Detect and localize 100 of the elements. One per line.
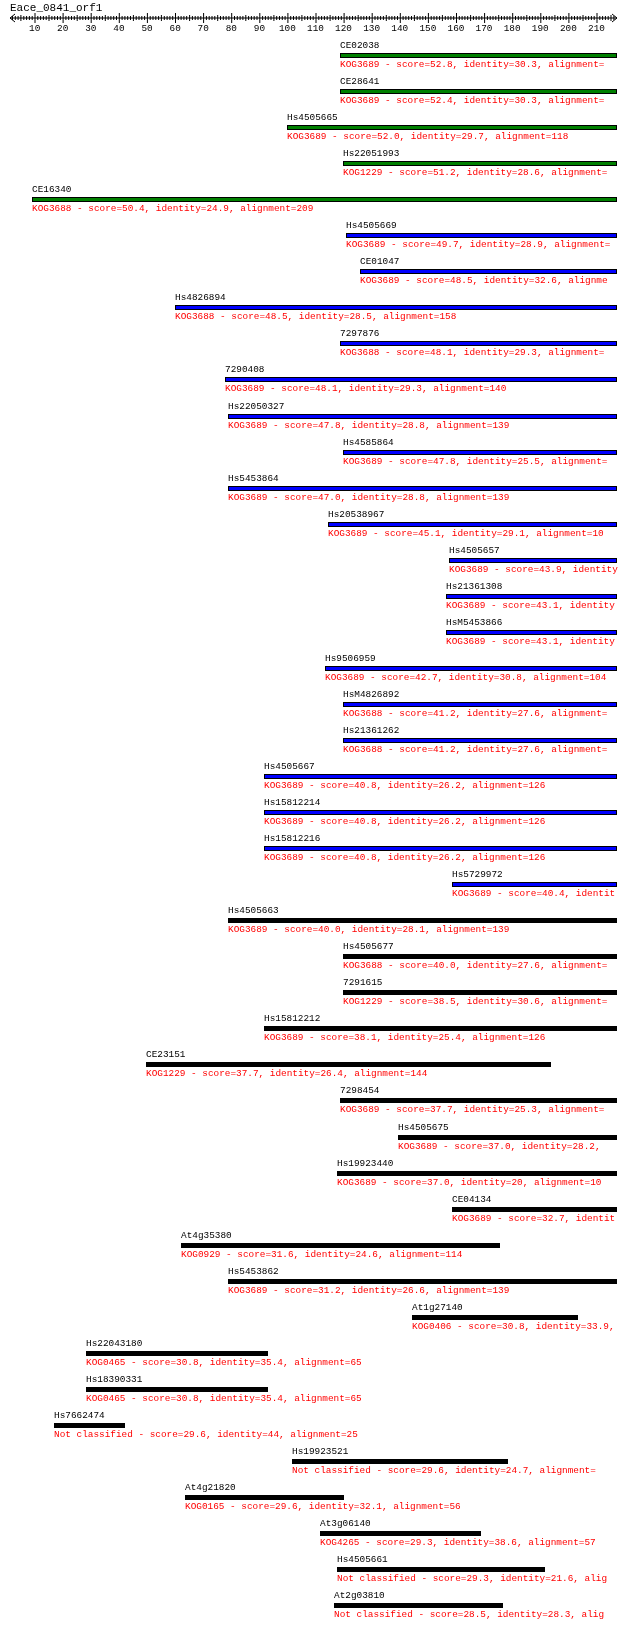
hit-description: KOG1229 - score=37.7, identity=26.4, alignment=144 [146, 1068, 428, 1081]
hit-name: Hs4505667 [264, 761, 315, 773]
hit-description: KOG3689 - score=42.7, identity=30.8, alignment=104 [325, 671, 607, 684]
hit-name: Hs21361308 [446, 580, 503, 593]
hit-description: KOG1229 - score=38.5, identity=30.6, alignment= [343, 996, 608, 1009]
hit-description: KOG3689 - score=40.0, identity=28.1, alignment=139 [228, 924, 510, 937]
hit-description: KOG3688 - score=48.5, identity=28.5, alignment=158 [175, 311, 457, 324]
hit-description: KOG3689 - score=48.5, identity=32.6, alignme [360, 275, 608, 288]
hit-name: Hs4505675 [398, 1121, 449, 1134]
hit-name: Hs21361262 [343, 724, 400, 737]
hit-name: At1g27140 [412, 1301, 463, 1314]
hit-name: At4g35380 [181, 1229, 232, 1242]
hit-description: KOG3688 - score=48.1, identity=29.3, alignment= [340, 347, 605, 360]
hit-name: 7290408 [225, 364, 265, 377]
hit-description: KOG3689 - score=43.1, identity [446, 599, 615, 612]
hit-description: KOG4265 - score=29.3, identity=38.6, alignment=57 [320, 1537, 596, 1549]
hit-description: KOG0929 - score=31.6, identity=24.6, alignment=114 [181, 1248, 463, 1261]
tick-label: 200 [559, 23, 577, 35]
hit-description: KOG3689 - score=37.0, identity=28.2, [398, 1140, 601, 1153]
hit-description: KOG3689 - score=40.4, identit [452, 888, 616, 901]
tick-label: 40 [113, 23, 125, 35]
hit-name: Hs22043180 [86, 1337, 143, 1350]
tick-label: 90 [253, 23, 266, 35]
hit-name: CE28641 [340, 76, 380, 88]
hit-name: Hs22051993 [343, 148, 400, 161]
tick-label: 50 [141, 23, 153, 35]
hit-name: Hs4505669 [346, 220, 397, 233]
hit-description: Not classified - score=29.3, identity=21.6, alig [337, 1573, 608, 1586]
hit-description: KOG3689 - score=40.8, identity=26.2, alignment=126 [264, 816, 546, 828]
hit-description: KOG3688 - score=41.2, identity=27.6, alignment= [343, 707, 608, 720]
hit-description: KOG3689 - score=47.0, identity=28.8, alignment=139 [228, 491, 510, 504]
hit-description: KOG3689 - score=37.7, identity=25.3, alignment= [340, 1104, 605, 1117]
hit-name: Hs4826894 [175, 292, 226, 305]
hit-name: CE02038 [340, 40, 380, 52]
hit-name: Hs22050327 [228, 400, 285, 413]
hit-description: KOG3689 - score=49.7, identity=28.9, alignment= [346, 239, 611, 252]
tick-label: 10 [29, 23, 41, 35]
hit-description: KOG3689 - score=52.0, identity=29.7, alignment=118 [287, 131, 569, 144]
hit-name: Hs7662474 [54, 1409, 105, 1422]
hit-name: Hs15812216 [264, 833, 321, 846]
hit-description: KOG3689 - score=52.8, identity=30.3, alignment= [340, 59, 605, 71]
hit-description: Not classified - score=28.5, identity=28.3, alig [334, 1609, 605, 1622]
hit-description: KOG1229 - score=51.2, identity=28.6, alignment= [343, 167, 608, 180]
hit-name: Hs4505665 [287, 112, 338, 125]
hit-name: HsM5453866 [446, 616, 503, 629]
hit-description: KOG3689 - score=45.1, identity=29.1, alignment=10 [328, 527, 604, 540]
hit-description: KOG3689 - score=43.1, identity [446, 635, 615, 648]
tick-label: 100 [278, 23, 296, 35]
hit-description: KOG3689 - score=47.8, identity=28.8, alignment=139 [228, 419, 510, 432]
hit-name: Hs19923440 [337, 1157, 394, 1170]
hit-name: At2g03810 [334, 1590, 385, 1603]
hit-description: KOG3689 - score=43.9, identity [449, 563, 618, 576]
hit-name: Hs4505661 [337, 1554, 388, 1567]
hit-name: CE01047 [360, 256, 400, 269]
hit-name: 7298454 [340, 1085, 380, 1098]
hit-name: Hs5453862 [228, 1265, 279, 1278]
tick-label: 30 [85, 23, 97, 35]
tick-label: 170 [475, 23, 493, 35]
tick-label: 190 [531, 23, 549, 35]
sequence-title: Eace_0841_orf1 [10, 2, 103, 14]
hit-description: KOG3689 - score=37.0, identity=20, alignment=10 [337, 1176, 602, 1189]
hit-description: KOG3689 - score=31.2, identity=26.6, alignment=139 [228, 1284, 510, 1297]
hit-description: KOG3689 - score=40.8, identity=26.2, alignment=126 [264, 852, 546, 865]
tick-label: 120 [335, 23, 352, 35]
hit-name: CE04134 [452, 1193, 492, 1206]
hit-name: Hs5729972 [452, 869, 503, 882]
hit-name: At3g06140 [320, 1518, 371, 1530]
hit-name: Hs19923521 [292, 1445, 349, 1458]
tick-label: 140 [391, 23, 409, 35]
tick-label: 160 [447, 23, 465, 35]
tick-label: 210 [588, 23, 605, 35]
hit-description: Not classified - score=29.6, identity=24.7, alignment= [292, 1464, 596, 1477]
hit-description: KOG3688 - score=50.4, identity=24.9, alignment=209 [32, 203, 314, 216]
hit-description: KOG0165 - score=29.6, identity=32.1, alignment=56 [185, 1501, 461, 1513]
hit-name: Hs15812214 [264, 797, 321, 809]
hit-name: Hs5453864 [228, 472, 279, 485]
hit-name: Hs9506959 [325, 652, 376, 665]
hit-description: KOG3689 - score=38.1, identity=25.4, alignment=126 [264, 1032, 546, 1045]
hit-description: KOG0465 - score=30.8, identity=35.4, alignment=65 [86, 1356, 362, 1369]
hit-description: KOG0406 - score=30.8, identity=33.9, [412, 1320, 615, 1333]
hit-name: 7291615 [343, 977, 383, 990]
hit-name: Hs4505657 [449, 544, 500, 557]
hit-name: HsM4826892 [343, 688, 400, 701]
hit-name: Hs18390331 [86, 1373, 143, 1386]
hit-name: Hs4505663 [228, 905, 279, 918]
hit-description: KOG3688 - score=41.2, identity=27.6, alignment= [343, 743, 608, 756]
hit-name: CE16340 [32, 184, 72, 197]
tick-label: 110 [307, 23, 324, 35]
tick-label: 130 [363, 23, 381, 35]
hit-description: KOG3689 - score=32.7, identit [452, 1212, 616, 1225]
hit-name: CE23151 [146, 1049, 186, 1062]
hit-name: At4g21820 [185, 1482, 236, 1494]
hit-name: Hs4585864 [343, 436, 394, 449]
tick-label: 70 [197, 23, 209, 35]
hit-description: Not classified - score=29.6, identity=44, alignment=25 [54, 1428, 358, 1441]
tick-label: 80 [225, 23, 237, 35]
hit-description: KOG3689 - score=47.8, identity=25.5, alignment= [343, 455, 608, 468]
hit-name: Hs20538967 [328, 508, 385, 521]
hit-description: KOG3689 - score=48.1, identity=29.3, alignment=140 [225, 383, 507, 396]
hit-name: Hs15812212 [264, 1013, 321, 1026]
